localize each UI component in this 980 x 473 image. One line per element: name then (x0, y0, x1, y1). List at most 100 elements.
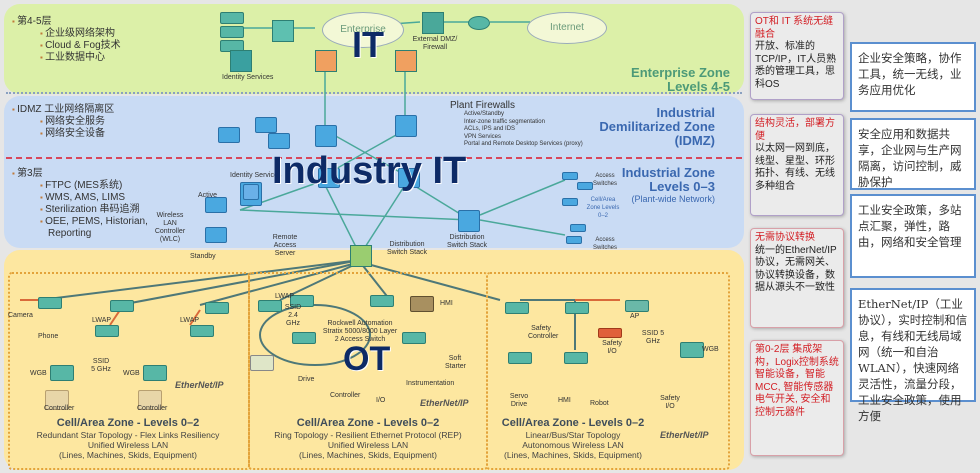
device-label: WGB (30, 370, 47, 377)
callout-levels-0-2: 第0-2层 集成架构，Logix控制系统 智能设备，智能MCC, 智能传感器 电… (750, 340, 844, 456)
plant-firewalls: Plant Firewalls Active/Standby Inter-zon… (450, 100, 583, 149)
active-label: Active (198, 192, 218, 199)
safety-io-icon (598, 328, 622, 338)
zone-label-line: Enterprise Zone (631, 65, 730, 80)
zone-label-line: Levels 0–3 (649, 179, 715, 194)
switch-icon (505, 302, 529, 314)
note-idmz: 安全应用和数据共享，企业网与生产网隔离，访问控制，威胁保护 (850, 118, 976, 190)
switch-icon (205, 302, 229, 314)
access-switches-label: Access Switches (592, 173, 617, 187)
cell-zone-line: (Lines, Machines, Skids, Equipment) (299, 450, 437, 460)
router-icon (468, 16, 490, 30)
identity-server-icon (230, 50, 252, 72)
device-label: AP (630, 313, 640, 320)
server-icon (220, 12, 244, 24)
switch-icon (508, 352, 532, 364)
core-switch-icon (398, 168, 420, 188)
device-label: Controller (44, 405, 75, 412)
note-industrial: 工业安全政策，多站点汇聚，弹性，路由，网络和安全管理 (850, 194, 976, 278)
wgb-icon (50, 365, 74, 381)
wlc-standby-icon (205, 227, 227, 243)
switch-icon (370, 295, 394, 307)
firewall-icon (395, 115, 417, 137)
access-point-icon (625, 300, 649, 312)
cell-zone-line: Redundant Star Topology - Flex Links Res… (36, 430, 220, 440)
device-label: LWAP (275, 293, 295, 300)
device-label: Controller (137, 405, 168, 412)
firewall-item: Active/Standby (464, 111, 505, 117)
enterprise-cloud: Enterprise (322, 12, 404, 48)
access-point-icon (258, 300, 282, 312)
device-label: LWAP (180, 317, 200, 324)
firewall-icon (315, 50, 337, 72)
device-label: Soft Starter (445, 355, 467, 370)
distribution-switch-icon (458, 210, 480, 232)
switch-icon (290, 295, 314, 307)
dmz-firewall-label: External DMZ/ Firewall (412, 36, 458, 51)
bullet-head: IDMZ 工业网络隔离区 (12, 104, 114, 116)
dmz-firewall-icon (422, 12, 444, 34)
device-label: WGB (702, 346, 719, 353)
cell-zone-caption: Cell/Area Zone - Levels 0–2 Ring Topolog… (250, 417, 486, 460)
industrial-zone-label: Industrial Zone Levels 0–3 (Plant-wide N… (622, 166, 715, 205)
bullet-head: 第3层 (12, 168, 148, 180)
industry-it-label: Industry IT (272, 150, 467, 192)
ot-zone (4, 250, 744, 470)
bullet-item: WMS, AMS, LIMS (12, 192, 148, 204)
identity-services-label: Identity Services (230, 172, 282, 179)
enterprise-zone-label: Enterprise Zone Levels 4-5 (631, 66, 730, 94)
device-label: Servo Drive (509, 393, 529, 408)
device-label: WGB (123, 370, 140, 377)
cell-zone-line: Ring Topology - Resilient Ethernet Proto… (274, 430, 462, 440)
wlc-label: Wireless LAN Controller (WLC) (154, 212, 186, 243)
device-label: HMI (558, 397, 571, 404)
device-label: HMI (440, 300, 453, 307)
core-switch-icon (272, 20, 294, 42)
device-label: SSID 5 GHz (641, 330, 665, 345)
access-switch-icon (562, 172, 578, 180)
zone-label-line: (IDMZ) (674, 133, 715, 148)
access-switch-icon (562, 198, 578, 206)
access-point-icon (95, 325, 119, 337)
device-label: SSID 2.4 GHz (284, 304, 302, 327)
firewall-item: Inter-zone traffic segmentation (464, 118, 545, 125)
bullet-item: OEE, PEMS, Historian, (12, 216, 148, 228)
callout-convergence: OT和 IT 系统无缝融合 开放、标准的TCP/IP，IT人员熟悉的管理工具，思… (750, 12, 844, 100)
note-enterprise: 企业安全策略，协作工具，统一无线，业务应用优化 (850, 42, 976, 112)
access-switches-label: Access Switches (592, 237, 617, 251)
cell-zone-line: Autonomous Wireless LAN (522, 440, 624, 450)
ethernet-ip-logo: EtherNet/IP (660, 430, 709, 440)
cell-zone-line: Linear/Bus/Star Topology (525, 430, 621, 440)
bullet-head: 第4-5层 (12, 16, 121, 28)
firewall-icon (395, 50, 417, 72)
ethernet-ip-logo: EtherNet/IP (175, 380, 224, 390)
device-label: LWAP (92, 317, 112, 324)
bullet-item: 企业级网络架构 (12, 28, 121, 40)
device-label: SSID 5 GHz (91, 358, 111, 373)
bullet-item: Cloud & Fog技术 (12, 40, 121, 52)
device-label: Camera (8, 312, 33, 319)
cell-zone-line: (Lines, Machines, Skids, Equipment) (59, 450, 197, 460)
cell-area-zone-3 (486, 272, 730, 470)
bullet-item: 工业数据中心 (12, 52, 121, 64)
enterprise-bullets: 第4-5层 企业级网络架构 Cloud & Fog技术 工业数据中心 (12, 16, 121, 64)
switch-icon (565, 302, 589, 314)
idmz-bullets: IDMZ 工业网络隔离区 网络安全服务 网络安全设备 (12, 104, 114, 140)
callout-no-protocol-conversion: 无需协议转换 统一的EtherNet/IP 协议，无需网关、协议转换设备，数据从… (750, 228, 844, 328)
cell-zone-line: Unified Wireless LAN (87, 440, 169, 450)
callout-head: OT和 IT 系统无缝融合 (755, 16, 834, 40)
idmz-zone-label: Industrial Demilitarized Zone (IDMZ) (599, 106, 715, 148)
device-label: Drive (298, 376, 315, 383)
firewall-item: Portal and Remote Desktop Services (prox… (464, 141, 583, 147)
wgb-icon (680, 342, 704, 358)
cell-zone-title: Cell/Area Zone - Levels 0–2 (296, 417, 440, 429)
access-switch-icon (577, 182, 593, 190)
switch-icon (564, 352, 588, 364)
note-cell-zone: EtherNet/IP（工业协议），实时控制和信息，有线和无线局域网（统一和自治… (850, 288, 976, 423)
zone-label-line: Levels 4-5 (667, 79, 730, 94)
controller-icon (138, 390, 162, 410)
server-icon (218, 127, 240, 143)
device-label: Safety I/O (660, 395, 680, 410)
bullet-item: Sterilization 串码追溯 (12, 204, 148, 216)
distribution-stack-label: Distribution Switch Stack (386, 241, 428, 256)
